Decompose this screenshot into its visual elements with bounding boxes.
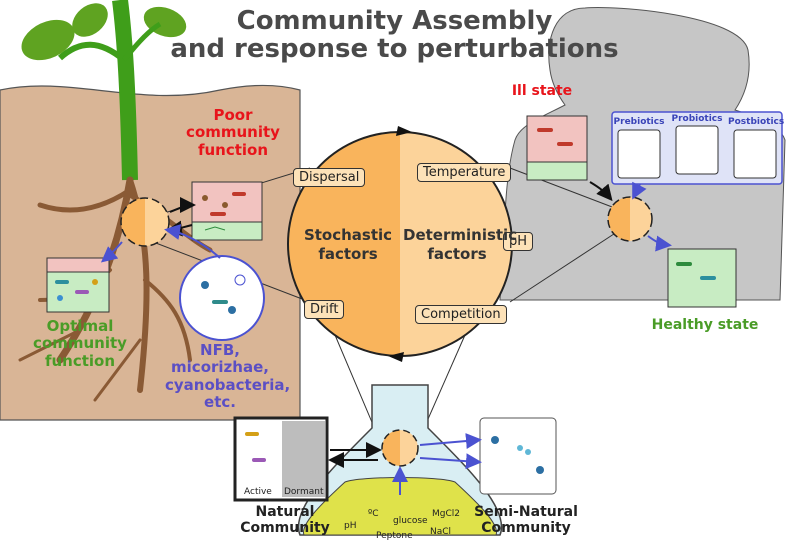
deterministic-line-2: factors [427, 244, 487, 263]
title-line-1: Community Assembly [236, 6, 553, 36]
flask [297, 384, 503, 536]
dormant-label: Dormant [284, 487, 324, 497]
gut-cycle [607, 196, 653, 242]
semi-line-2: Community [481, 520, 571, 537]
drift-box: Drift [304, 300, 345, 319]
bottom-arrowhead [388, 352, 404, 362]
ph-box: pH [503, 232, 534, 251]
natural-line-1: Natural [255, 504, 315, 520]
media-peptone: Peptone [376, 531, 413, 541]
poor-community-box [191, 181, 263, 241]
natural-line-2: Community [240, 520, 330, 537]
natural-community-label: Natural Community [235, 504, 335, 536]
biotics-panel [611, 111, 783, 185]
prebiotics-label: Prebiotics [613, 117, 665, 127]
active-label: Active [244, 487, 272, 497]
competition-box: Competition [415, 305, 507, 324]
dispersal-box: Dispersal [293, 168, 366, 187]
stochastic-line-1: Stochastic [303, 226, 393, 244]
postbiotics-label: Postbiotics [728, 117, 785, 127]
media-nacl: NaCl [430, 527, 452, 537]
symbiont-label: NFB, micorizhae, cyanobacteria, etc. [165, 341, 291, 411]
media-mgcl2: MgCl2 [432, 509, 460, 519]
title-line-2: and response to perturbations [170, 34, 619, 64]
symbiont-ellipse [179, 255, 265, 341]
healthy-state-box [667, 248, 737, 308]
healthy-state-label: Healthy state [651, 317, 759, 333]
optimal-community-box [46, 257, 110, 313]
media-glucose: glucose [393, 516, 428, 526]
stochastic-line-2: factors [318, 244, 378, 263]
soil-cycle [120, 197, 170, 247]
temperature-box: Temperature [417, 163, 512, 182]
top-arrowhead [396, 126, 412, 136]
plant [21, 0, 187, 181]
natural-community-box [233, 416, 329, 502]
semi-line-1: Semi-Natural [474, 504, 578, 520]
media-temp: ºC [368, 509, 379, 519]
deterministic-factors-label: Deterministic factors [403, 226, 518, 264]
arrows [100, 181, 672, 495]
semi-natural-community-box [479, 417, 557, 495]
deterministic-line-1: Deterministic [403, 226, 518, 244]
media-ph: pH [344, 521, 357, 531]
optimal-community-label: Optimal community function [33, 317, 127, 370]
ill-state-label: Ill state [511, 83, 573, 99]
semi-natural-community-label: Semi-Natural Community [466, 504, 586, 536]
probiotics-label: Probiotics [671, 114, 723, 124]
ill-state-box [526, 115, 588, 181]
poor-community-label: Poor community function [186, 106, 280, 159]
stochastic-factors-label: Stochastic factors [300, 226, 396, 264]
